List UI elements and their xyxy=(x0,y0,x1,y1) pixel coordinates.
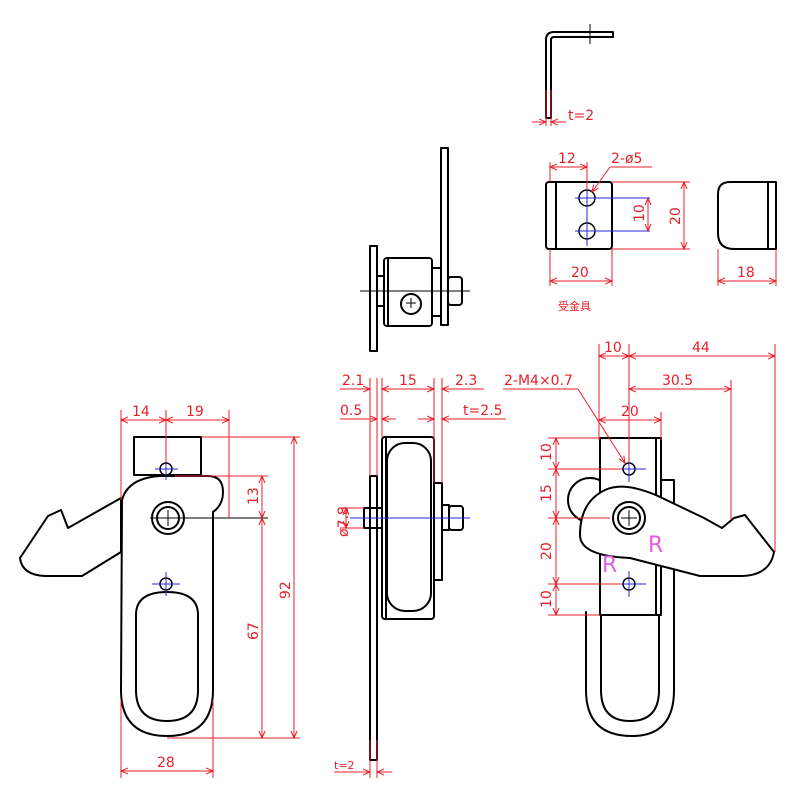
front-dim-28: 28 xyxy=(157,755,175,771)
front-view: 14 19 13 92 67 28 xyxy=(19,404,300,778)
front-dim-92: 92 xyxy=(278,581,294,599)
front-dim-13: 13 xyxy=(246,487,262,505)
right-dim-20-top: 20 xyxy=(621,404,639,420)
bracket-profile xyxy=(545,31,614,119)
phillips-icon xyxy=(406,298,416,308)
right-mark-r1: R xyxy=(602,553,617,578)
side-view: 2.1 15 2.3 0.5 t=2.5 ø7.8 t=2 xyxy=(334,373,506,778)
receiver-dim-20-height: 20 xyxy=(668,207,684,225)
receiver-plate xyxy=(545,181,613,250)
bracket-thickness-label: t=2 xyxy=(568,108,594,124)
side-dim-2-1: 2.1 xyxy=(342,373,364,389)
front-slot xyxy=(135,591,199,722)
receiver-dim-12: 12 xyxy=(558,151,576,167)
right-mark-r2: R xyxy=(648,533,663,558)
right-dim-v10-a: 10 xyxy=(539,443,555,461)
side-dim-t2: t=2 xyxy=(334,759,355,772)
side-long-plate xyxy=(369,475,378,761)
receiver-dim-20-width: 20 xyxy=(571,265,589,281)
side-body xyxy=(381,436,435,620)
side-dim-0-5: 0.5 xyxy=(340,403,362,419)
right-dim-44: 44 xyxy=(692,340,710,356)
right-dim-v10-b: 10 xyxy=(539,590,555,608)
front-dim-67: 67 xyxy=(246,622,262,640)
side-dim-15: 15 xyxy=(399,373,417,389)
receiver-dim-18: 18 xyxy=(737,265,755,281)
right-phillips-icon xyxy=(621,510,637,526)
side-dim-2-3: 2.3 xyxy=(455,373,477,389)
top-screw-head xyxy=(400,293,422,315)
right-long-loop xyxy=(585,479,675,737)
receiver-caption: 受金具 xyxy=(558,299,591,313)
top-side-view xyxy=(360,147,470,352)
side-dim-t2-5: t=2.5 xyxy=(463,403,502,419)
front-dim-14: 14 xyxy=(132,404,150,420)
receiver-view: 12 2-ø5 10 20 20 受金具 18 xyxy=(545,151,777,313)
side-dim-phi7-8: ø7.8 xyxy=(336,506,352,537)
right-dim-30-5: 30.5 xyxy=(662,373,693,389)
top-bracket-view: t=2 xyxy=(532,24,614,126)
right-dim-v15: 15 xyxy=(539,484,555,502)
front-dim-19: 19 xyxy=(186,404,204,420)
receiver-side xyxy=(717,181,777,250)
receiver-dim-10: 10 xyxy=(632,204,648,222)
right-thread-label: 2-M4×0.7 xyxy=(504,373,573,389)
front-hook-lever xyxy=(19,497,122,577)
right-dim-10-top: 10 xyxy=(604,340,622,356)
receiver-holes-label: 2-ø5 xyxy=(611,151,642,167)
right-view: R R 10 44 2-M4×0.7 30.5 20 10 15 2 xyxy=(503,340,775,737)
right-dim-v20: 20 xyxy=(539,542,555,560)
